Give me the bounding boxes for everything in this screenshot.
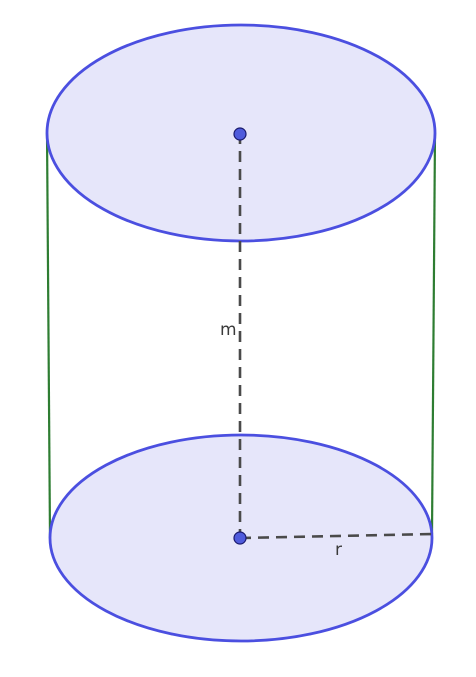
- radius-segment: [239, 532, 433, 540]
- height-label: m: [220, 320, 237, 340]
- top-center-point: [233, 127, 247, 141]
- radius-label: r: [335, 540, 342, 560]
- right-side-edge: [430, 132, 437, 535]
- left-side-edge: [45, 132, 52, 539]
- bottom-center-point: [233, 531, 247, 545]
